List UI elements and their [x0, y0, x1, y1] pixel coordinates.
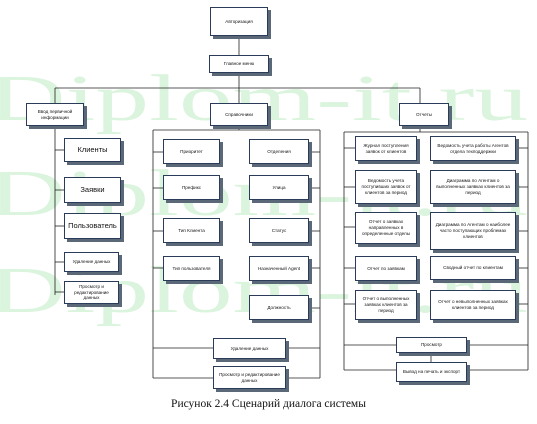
node-departments: Отделения: [249, 139, 309, 164]
node-position: Должность: [249, 295, 309, 320]
node-clients: Клиенты: [64, 138, 121, 162]
node-diagram-agents-completed: Диаграмма по Агентам о выполненных заявк…: [430, 170, 516, 204]
node-report-incoming-period: Ведомость учета поступивших заявок от кл…: [355, 170, 417, 204]
node-client-type: Тип Клиента: [163, 218, 220, 243]
node-assigned-agent: Назначенный Agent: [249, 256, 309, 281]
node-summary-clients: Сводный отчет по клиентам: [430, 256, 516, 280]
node-preview: Просмотр: [396, 337, 467, 353]
node-view-edit-1: Просмотр и редактирование данных: [64, 281, 119, 304]
node-primary-input: Ввод первичной информации: [26, 103, 84, 126]
node-reports: Отчеты: [399, 103, 449, 126]
node-delete-data-2: Удаление данных: [213, 338, 286, 359]
node-report-departments: Отчет о заявках направленных в определен…: [355, 212, 417, 244]
node-user-type: Тип пользователя: [163, 256, 220, 281]
node-street: Улица: [249, 175, 309, 200]
node-report-orders: Отчет по заявкам: [355, 256, 417, 281]
node-report-uncompleted: Отчет о невыполненных заявках клиентов з…: [430, 290, 516, 320]
node-report-journal: Журнал поступления заявок от клиентов: [355, 136, 417, 161]
node-references: Справочники: [210, 103, 268, 126]
node-priority: Приоритет: [163, 139, 220, 164]
node-print-export: Вывод на печать и экспорт: [396, 362, 467, 382]
node-orders: Заявки: [64, 177, 121, 203]
node-status: Статус: [249, 218, 309, 243]
figure-caption: Рисунок 2.4 Сценарий диалога системы: [171, 398, 366, 410]
node-report-agents-work: Ведомость учета работы Агентов отдела те…: [430, 136, 516, 161]
node-user: Пользователь: [64, 213, 121, 239]
node-prefix: Префикс: [163, 175, 220, 200]
node-authorization: Авторизация: [210, 7, 268, 36]
node-diagram-agents-problems: Диаграмма по Агентам о наиболее часто по…: [430, 212, 516, 250]
node-main-menu: Главное меню: [209, 55, 269, 73]
node-report-completed: Отчет о выполненных заявках клиентов за …: [355, 290, 417, 320]
node-view-edit-2: Просмотр и редактирование данных: [213, 366, 286, 389]
node-delete-data-1: Удаление данных: [64, 252, 119, 272]
